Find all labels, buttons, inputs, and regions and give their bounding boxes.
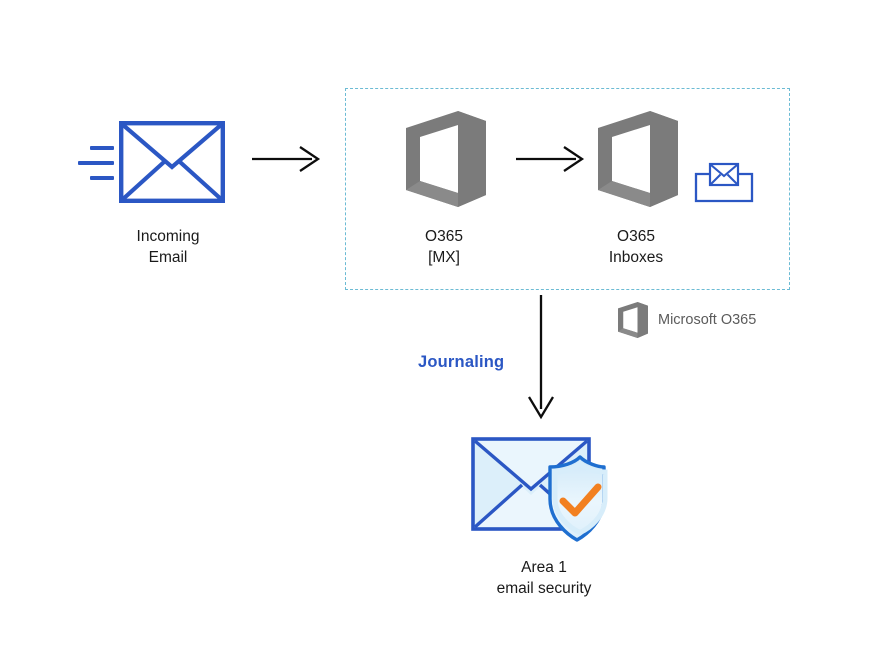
legend-office365-icon xyxy=(618,302,648,338)
journaling-label: Journaling xyxy=(418,353,505,371)
arrow-inboxes-to-area1 xyxy=(525,295,557,420)
arrow-mx-to-inboxes xyxy=(516,145,585,173)
area1-envelope-shield-icon xyxy=(470,433,630,545)
area1-caption: Area 1 email security xyxy=(496,559,592,597)
o365-dashed-zone xyxy=(345,88,790,290)
incoming-envelope-icon xyxy=(119,121,225,203)
o365-inboxes-caption: O365 Inboxes xyxy=(608,228,664,266)
legend-label: Microsoft O365 xyxy=(658,312,757,328)
incoming-email-caption: Incoming Email xyxy=(136,228,200,266)
arrow-incoming-to-mx xyxy=(252,145,321,173)
o365-mx-caption: O365 [MX] xyxy=(425,228,463,266)
o365-inboxes-icon xyxy=(598,111,678,207)
inbox-tray-icon xyxy=(694,160,754,204)
legend: Microsoft O365 xyxy=(618,302,756,338)
o365-mx-icon xyxy=(406,111,486,207)
speed-lines-icon xyxy=(78,145,114,183)
